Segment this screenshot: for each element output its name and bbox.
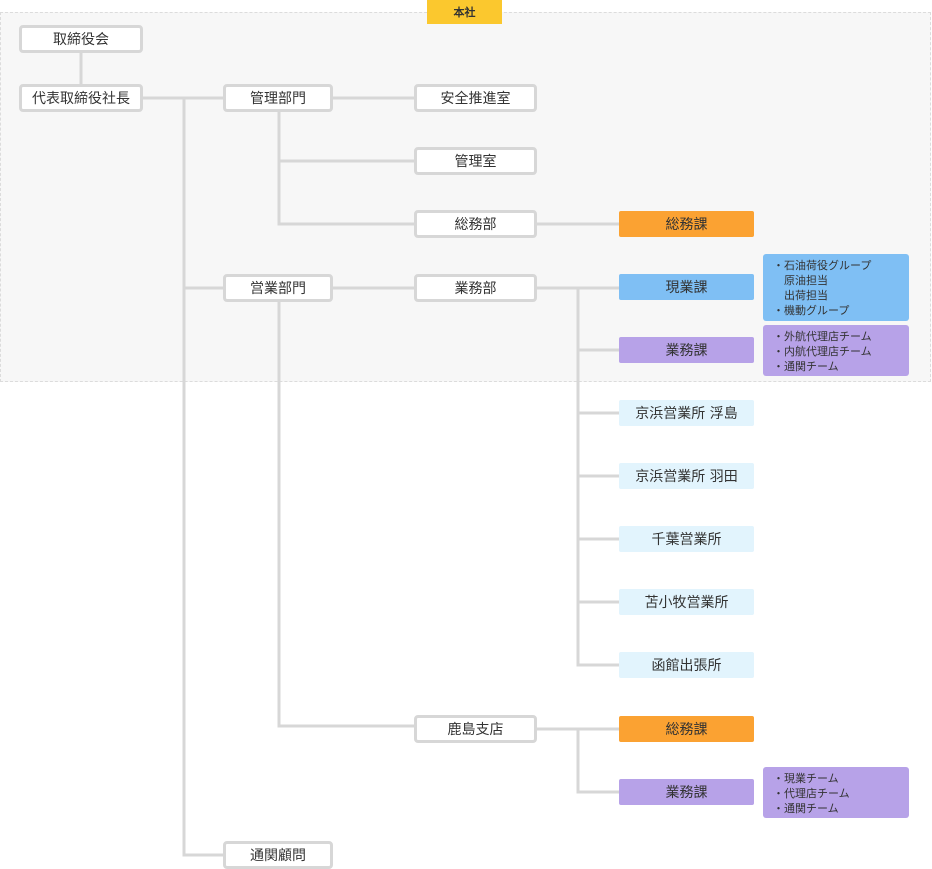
kashima-general-affairs-section: 総務課 — [619, 716, 754, 742]
kashima-operations-section: 業務課 — [619, 779, 754, 805]
keihin-haneda-office: 京浜営業所 羽田 — [619, 463, 754, 489]
operations-dept-box: 業務部 — [414, 274, 537, 302]
team-item: ・石油荷役グループ — [773, 259, 872, 272]
team-item: ・通関チーム — [773, 802, 839, 815]
kashima-branch-box: 鹿島支店 — [414, 715, 537, 743]
hakodate-office: 函館出張所 — [619, 652, 754, 678]
team-item: ・代理店チーム — [773, 787, 850, 800]
team-item: ・現業チーム — [773, 772, 839, 785]
admin-division-box: 管理部門 — [223, 84, 333, 112]
team-item: ・外航代理店チーム — [773, 330, 872, 343]
team-item: 原油担当 — [773, 274, 828, 287]
tomakomai-office: 苫小牧営業所 — [619, 589, 754, 615]
board-of-directors-box: 取締役会 — [19, 25, 143, 53]
operations-teams-note: ・外航代理店チーム ・内航代理店チーム ・通関チーム — [763, 325, 909, 376]
genba-teams-note: ・石油荷役グループ 原油担当 出荷担当 ・機動グループ — [763, 254, 909, 321]
genba-section: 現業課 — [619, 274, 754, 300]
operations-section: 業務課 — [619, 337, 754, 363]
headquarters-label: 本社 — [427, 0, 502, 24]
sales-division-box: 営業部門 — [223, 274, 333, 302]
safety-office-box: 安全推進室 — [414, 84, 537, 112]
president-box: 代表取締役社長 — [19, 84, 143, 112]
keihin-ukishima-office: 京浜営業所 浮島 — [619, 400, 754, 426]
kashima-operations-teams-note: ・現業チーム ・代理店チーム ・通関チーム — [763, 767, 909, 818]
team-item: ・機動グループ — [773, 304, 850, 317]
team-item: ・通関チーム — [773, 360, 839, 373]
chiba-office: 千葉営業所 — [619, 526, 754, 552]
customs-advisor-box: 通関顧問 — [223, 841, 333, 869]
hq-general-affairs-section: 総務課 — [619, 211, 754, 237]
management-office-box: 管理室 — [414, 147, 537, 175]
team-item: ・内航代理店チーム — [773, 345, 872, 358]
team-item: 出荷担当 — [773, 289, 828, 302]
general-affairs-dept-box: 総務部 — [414, 210, 537, 238]
